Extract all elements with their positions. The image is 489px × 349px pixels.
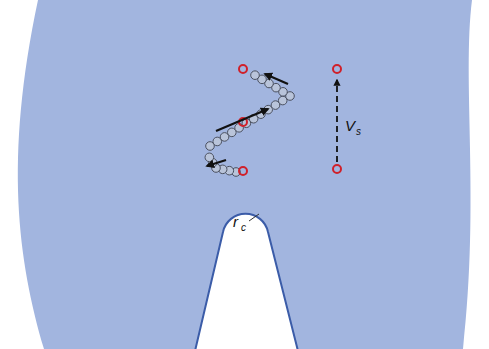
velocity-subscript: s	[356, 127, 361, 137]
radius-symbol: r	[233, 214, 238, 229]
red-point	[333, 165, 341, 173]
chain-atom	[205, 153, 214, 162]
velocity-symbol: V	[345, 118, 355, 133]
radius-subscript: c	[241, 223, 246, 233]
red-point	[333, 65, 341, 73]
motion-arrow	[207, 160, 226, 166]
red-point	[239, 65, 247, 73]
path-arrows	[207, 74, 288, 166]
motion-arrow	[265, 74, 288, 84]
notch-outline	[195, 214, 298, 349]
dislocation-chain	[205, 65, 294, 176]
motion-arrow	[216, 109, 268, 131]
red-point	[239, 167, 247, 175]
radius-leader	[249, 214, 259, 221]
velocity-arrow	[336, 80, 338, 162]
chain-atom	[251, 71, 260, 80]
notch	[195, 214, 298, 349]
